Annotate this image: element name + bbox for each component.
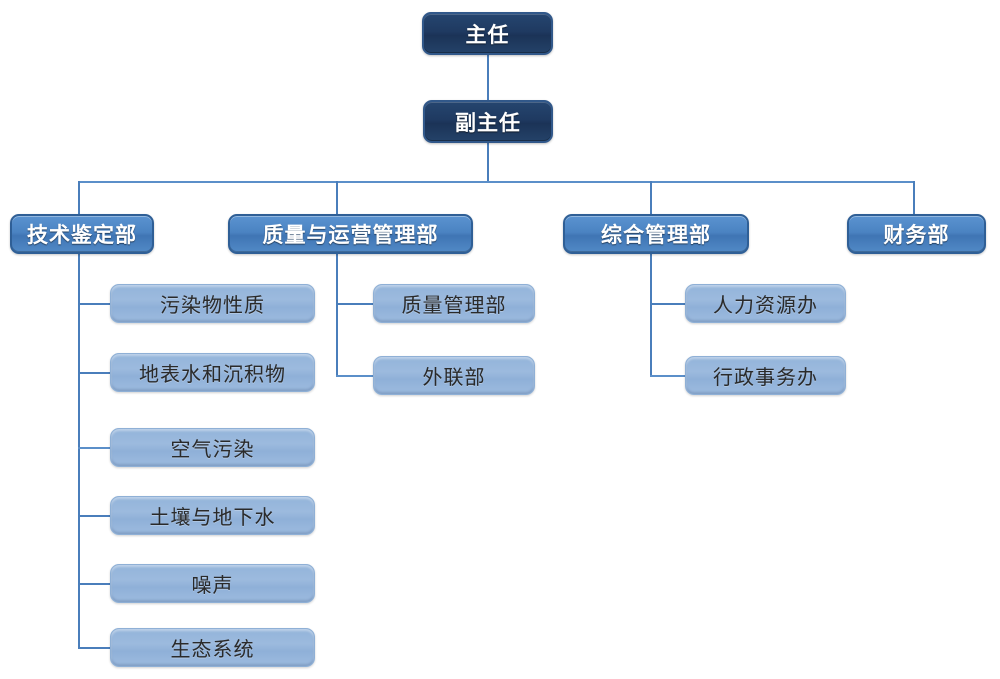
- node-dept-finance[interactable]: 财务部: [847, 214, 986, 254]
- node-tech-child-4[interactable]: 土壤与地下水: [110, 496, 315, 535]
- connector-level2-bus: [78, 181, 915, 183]
- node-general-child-2[interactable]: 行政事务办: [685, 356, 846, 395]
- connector-general-branch-1: [650, 303, 686, 305]
- connector-technical-branch-5: [78, 583, 111, 585]
- connector-technical-branch-6: [78, 647, 111, 649]
- connector-bus-technical: [78, 181, 80, 215]
- connector-technical-branch-4: [78, 515, 111, 517]
- node-tech-child-5[interactable]: 噪声: [110, 564, 315, 603]
- connector-general-branch-2: [650, 375, 686, 377]
- connector-deputy-bus: [487, 142, 489, 182]
- node-general-child-1[interactable]: 人力资源办: [685, 284, 846, 323]
- node-dept-technical[interactable]: 技术鉴定部: [10, 214, 154, 254]
- node-tech-child-1[interactable]: 污染物性质: [110, 284, 315, 323]
- node-director[interactable]: 主任: [422, 12, 553, 55]
- node-tech-child-2[interactable]: 地表水和沉积物: [110, 353, 315, 392]
- connector-technical-branch-2: [78, 372, 111, 374]
- connector-technical-branch-1: [78, 303, 111, 305]
- connector-bus-general: [650, 181, 652, 215]
- connector-quality-stem: [336, 253, 338, 377]
- connector-bus-quality: [336, 181, 338, 215]
- connector-technical-stem: [78, 253, 80, 649]
- node-tech-child-6[interactable]: 生态系统: [110, 628, 315, 667]
- node-deputy-director[interactable]: 副主任: [423, 100, 553, 143]
- connector-quality-branch-1: [336, 303, 374, 305]
- connector-director-deputy: [487, 54, 489, 100]
- connector-bus-finance: [913, 181, 915, 215]
- node-tech-child-3[interactable]: 空气污染: [110, 428, 315, 467]
- node-quality-child-2[interactable]: 外联部: [373, 356, 535, 395]
- node-dept-general[interactable]: 综合管理部: [563, 214, 749, 254]
- connector-quality-branch-2: [336, 375, 374, 377]
- connector-general-stem: [650, 253, 652, 377]
- connector-technical-branch-3: [78, 447, 111, 449]
- node-quality-child-1[interactable]: 质量管理部: [373, 284, 535, 323]
- node-dept-quality-ops[interactable]: 质量与运营管理部: [228, 214, 473, 254]
